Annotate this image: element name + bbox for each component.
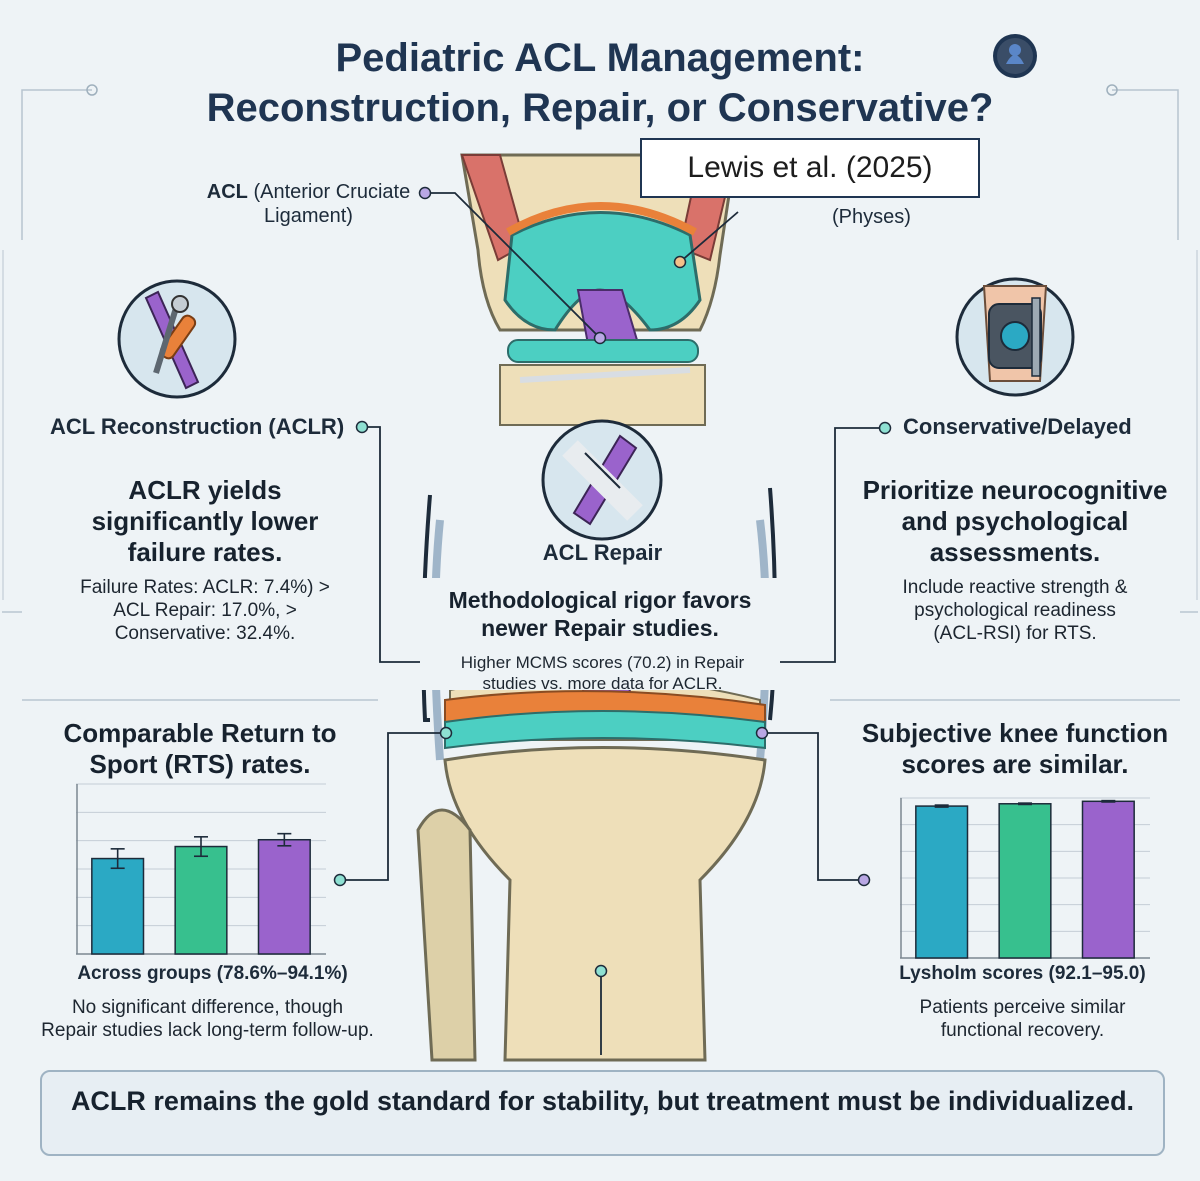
conservative-section-label: Conservative/Delayed: [903, 414, 1132, 439]
lysholm-headline-line: scores are similar.: [901, 749, 1129, 779]
lysholm-bar-chart: [900, 797, 1150, 959]
aclr-headline: ACLR yields significantly lower failure …: [30, 475, 380, 568]
repair-section-label: ACL Repair: [542, 540, 663, 565]
lysholm-body-line: Patients perceive similar: [919, 997, 1126, 1018]
repair-headline-line: Methodological rigor favors: [448, 587, 752, 613]
repair-body: Higher MCMS scores (70.2) in Repair stud…: [450, 652, 755, 694]
lysholm-body: Patients perceive similar functional rec…: [850, 996, 1195, 1042]
rts-headline-line: Comparable Return to: [63, 718, 337, 748]
physes-label: (Physes): [832, 206, 911, 228]
rts-body-line: Repair studies lack long-term follow-up.: [41, 1020, 374, 1041]
aclr-body-line: Failure Rates: ACLR: 7.4%) >: [80, 577, 330, 598]
repair-headline: Methodological rigor favors newer Repair…: [420, 586, 780, 642]
acl-label-rest: (Anterior Cruciate: [253, 181, 411, 203]
aclr-headline-line: failure rates.: [127, 537, 283, 567]
conclusion-box: [40, 1070, 1165, 1156]
bar: [257, 838, 311, 955]
bar: [1081, 800, 1135, 959]
rts-headline: Comparable Return to Sport (RTS) rates.: [30, 718, 370, 780]
bar: [998, 803, 1052, 959]
rts-body-line: No significant difference, though: [71, 997, 344, 1018]
lysholm-body-line: functional recovery.: [940, 1020, 1105, 1041]
conservative-body-line: Include reactive strength &: [902, 577, 1128, 598]
aclr-headline-line: ACLR yields: [128, 475, 282, 505]
rts-headline-line: Sport (RTS) rates.: [89, 749, 311, 779]
lysholm-caption: Lysholm scores (92.1–95.0): [899, 963, 1146, 984]
conservative-body-line: psychological readiness: [914, 600, 1116, 621]
rehab-learning-center-logo: [993, 34, 1037, 78]
conservative-headline-line: and psychological: [901, 506, 1129, 536]
acl-label-line2: Ligament): [264, 205, 353, 227]
conservative-headline-line: Prioritize neurocognitive: [862, 475, 1168, 505]
rts-caption: Across groups (78.6%–94.1%): [77, 963, 348, 984]
page-title-line1: Pediatric ACL Management:: [335, 36, 865, 80]
repair-body-line: Higher MCMS scores (70.2) in Repair: [460, 653, 745, 672]
repair-body-line: studies vs. more data for ACLR.: [482, 674, 723, 693]
acl-label-bold: ACL: [206, 181, 248, 203]
repair-headline-line: newer Repair studies.: [481, 615, 719, 641]
aclr-body-line: ACL Repair: 17.0%, >: [113, 600, 297, 621]
lysholm-headline-line: Subjective knee function: [861, 718, 1169, 748]
aclr-section-label: ACL Reconstruction (ACLR): [50, 414, 345, 439]
conservative-body-line: (ACL-RSI) for RTS.: [933, 623, 1097, 644]
conservative-headline-line: assessments.: [929, 537, 1101, 567]
acl-label: ACL (Anterior Cruciate Ligament): [196, 180, 421, 228]
page-title-line2: Reconstruction, Repair, or Conservative?: [206, 86, 994, 130]
suture-ligament-icon: [541, 419, 663, 541]
aclr-body-line: Conservative: 32.4%.: [114, 623, 296, 644]
bar: [915, 805, 969, 959]
rts-bar-chart: [76, 783, 326, 955]
repair-panel: [420, 578, 780, 690]
bar: [91, 857, 145, 955]
citation-box: Lewis et al. (2025): [640, 138, 980, 198]
lysholm-headline: Subjective knee function scores are simi…: [845, 718, 1185, 780]
conservative-headline: Prioritize neurocognitive and psychologi…: [840, 475, 1190, 568]
screw-graft-icon: [117, 279, 237, 399]
aclr-headline-line: significantly lower: [91, 506, 319, 536]
bar: [174, 845, 228, 955]
knee-brace-icon: [955, 277, 1075, 397]
rts-body: No significant difference, though Repair…: [20, 996, 395, 1042]
conclusion-text: ACLR remains the gold standard for stabi…: [70, 1086, 1135, 1116]
conservative-body: Include reactive strength & psychologica…: [840, 576, 1190, 645]
aclr-body: Failure Rates: ACLR: 7.4%) > ACL Repair:…: [30, 576, 380, 645]
